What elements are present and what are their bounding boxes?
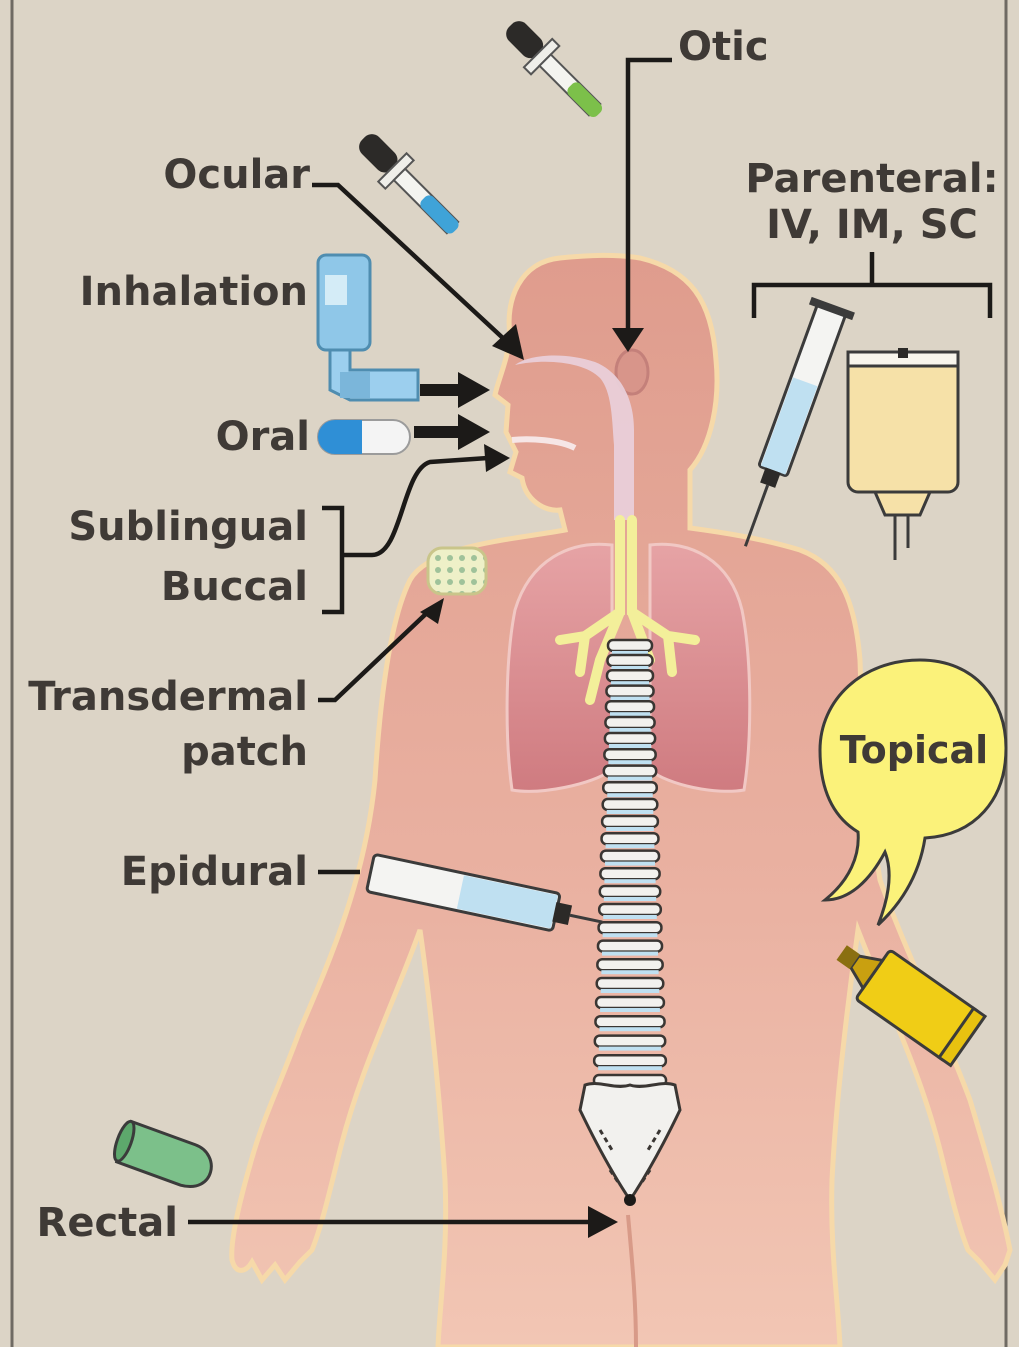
vertebra: [600, 868, 659, 879]
vertebral-disc: [606, 827, 654, 831]
label-transdermal-1: Transdermal: [28, 674, 308, 720]
vertebral-disc: [609, 728, 650, 732]
vertebral-disc: [598, 1066, 662, 1070]
label-otic: Otic: [678, 24, 769, 70]
vertebra: [608, 640, 652, 651]
vertebra: [608, 655, 653, 666]
vertebral-disc: [600, 1008, 660, 1012]
vertebra: [599, 904, 661, 915]
vertebra: [598, 941, 662, 952]
transdermal-patch-icon: [428, 548, 486, 594]
vertebra: [602, 833, 659, 844]
vertebral-disc: [604, 879, 655, 883]
vertebral-disc: [608, 777, 652, 781]
vertebral-disc: [609, 744, 651, 748]
vertebra: [595, 1036, 665, 1047]
capsule-icon: [318, 420, 410, 454]
vertebral-disc: [602, 952, 658, 956]
vertebra: [604, 749, 655, 760]
vertebral-disc: [601, 970, 658, 974]
vertebral-disc: [604, 897, 656, 901]
coccyx: [624, 1194, 636, 1206]
vertebra: [596, 997, 664, 1008]
vertebra: [605, 717, 654, 728]
label-parenteral-1: Parenteral:: [745, 156, 998, 202]
vertebral-disc: [603, 915, 657, 919]
vertebra: [602, 816, 658, 827]
label-buccal: Buccal: [161, 564, 308, 610]
vertebra: [594, 1055, 666, 1066]
label-oral: Oral: [216, 414, 310, 460]
vertebral-disc: [610, 712, 650, 716]
vertebral-disc: [603, 933, 658, 937]
vertebral-disc: [599, 1027, 660, 1031]
vertebra: [606, 701, 654, 712]
label-epidural: Epidural: [121, 849, 308, 895]
vertebra: [597, 978, 664, 989]
label-topical: Topical: [840, 728, 988, 772]
vertebral-disc: [601, 989, 660, 993]
vertebra: [603, 799, 658, 810]
label-parenteral-2: IV, IM, SC: [766, 202, 978, 248]
vertebra: [595, 1016, 664, 1027]
label-rectal: Rectal: [37, 1200, 178, 1246]
vertebral-disc: [607, 793, 652, 797]
label-inhalation: Inhalation: [80, 269, 308, 315]
vertebra: [600, 886, 660, 897]
vertebra: [607, 670, 653, 681]
vertebral-disc: [605, 862, 655, 866]
vertebra: [606, 686, 653, 697]
vertebral-disc: [599, 1047, 661, 1051]
label-ocular: Ocular: [163, 152, 310, 198]
vertebra: [605, 733, 655, 744]
vertebral-disc: [607, 810, 654, 814]
vertebral-disc: [608, 760, 651, 764]
label-sublingual: Sublingual: [68, 504, 308, 550]
vertebra: [597, 959, 662, 970]
vertebral-disc: [606, 844, 655, 848]
vertebra: [601, 851, 659, 862]
vertebra: [599, 922, 662, 933]
vertebra: [603, 782, 656, 793]
label-transdermal-2: patch: [181, 729, 308, 775]
vertebra: [604, 766, 656, 777]
